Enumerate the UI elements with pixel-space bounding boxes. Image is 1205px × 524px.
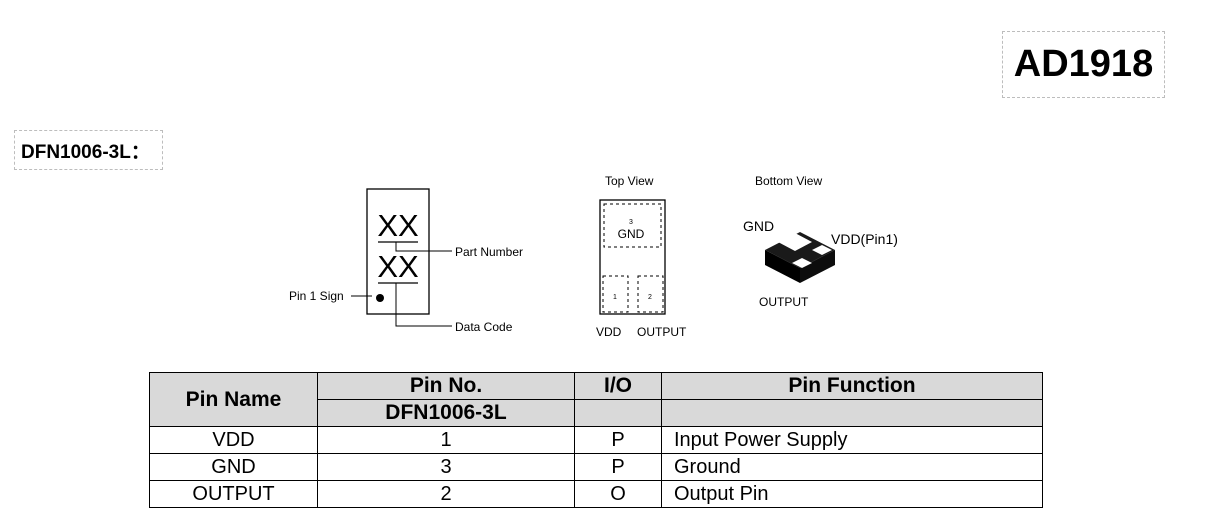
pin-no-cell: 1 bbox=[317, 426, 575, 454]
header-function: Pin Function bbox=[661, 372, 1043, 400]
marking-diagram: XX XX Part Number Data Code Pin 1 Sign bbox=[289, 188, 523, 334]
package-left-face bbox=[765, 250, 800, 283]
part-number-title: AD1918 bbox=[1002, 31, 1165, 98]
pin1-sign-label: Pin 1 Sign bbox=[289, 289, 344, 303]
pad3 bbox=[603, 203, 662, 248]
data-code-label: Data Code bbox=[455, 320, 513, 334]
pad2 bbox=[637, 275, 664, 313]
function-cell: Output Pin bbox=[661, 480, 1043, 508]
bottom-view: Bottom View GND VDD(Pin1) OUTPUT bbox=[743, 174, 898, 309]
pad1 bbox=[602, 275, 629, 313]
table-header-row: Pin Name Pin No. I/O Pin Function bbox=[149, 372, 1043, 427]
bottom-output-label: OUTPUT bbox=[759, 295, 809, 309]
function-cell: Input Power Supply bbox=[661, 426, 1043, 454]
part-number-label: Part Number bbox=[455, 245, 523, 259]
top-view-title: Top View bbox=[605, 174, 654, 188]
bottom-gnd-label: GND bbox=[743, 218, 774, 234]
pin-no-cell: 2 bbox=[317, 480, 575, 508]
mark-line2: XX bbox=[377, 249, 419, 284]
pin-no-cell: 3 bbox=[317, 453, 575, 481]
pad3-number: 3 bbox=[629, 219, 633, 226]
gnd-pad bbox=[778, 233, 812, 251]
io-cell: O bbox=[574, 480, 662, 508]
pad1-number: 1 bbox=[613, 294, 617, 301]
vdd-pad bbox=[812, 245, 832, 255]
pad2-number: 2 bbox=[648, 294, 652, 301]
function-cell: Ground bbox=[661, 453, 1043, 481]
io-cell: P bbox=[574, 426, 662, 454]
pin-name-cell: OUTPUT bbox=[149, 480, 318, 508]
header-pin-no: Pin No. bbox=[317, 372, 575, 400]
mark-line1: XX bbox=[377, 208, 419, 243]
pin-vdd-label: VDD bbox=[596, 325, 622, 339]
pin-name-cell: VDD bbox=[149, 426, 318, 454]
package-right-face bbox=[800, 250, 835, 283]
pin-name-cell: GND bbox=[149, 453, 318, 481]
pin-output-label: OUTPUT bbox=[637, 325, 687, 339]
io-cell: P bbox=[574, 453, 662, 481]
data-code-leader bbox=[395, 283, 452, 327]
header-io: I/O bbox=[574, 372, 662, 400]
pin-function-table: Pin Name Pin No. I/O Pin Function DFN100… bbox=[149, 372, 1043, 508]
package-label: DFN1006-3L： bbox=[14, 130, 163, 170]
header-io-blank bbox=[574, 399, 662, 427]
top-view-outline bbox=[599, 199, 666, 315]
header-pin-no-package: DFN1006-3L bbox=[317, 399, 575, 427]
pin1-dot bbox=[376, 294, 384, 302]
table-row: VDD 1 P Input Power Supply bbox=[149, 426, 1043, 454]
part-number-leader bbox=[395, 242, 452, 252]
package-diagram: XX XX Part Number Data Code Pin 1 Sign T… bbox=[289, 174, 898, 339]
pad3-name: GND bbox=[618, 227, 645, 241]
table-row: OUTPUT 2 O Output Pin bbox=[149, 480, 1043, 508]
top-view: Top View 3 GND 1 2 VDD OUTPUT bbox=[596, 174, 687, 339]
header-pin-name: Pin Name bbox=[149, 372, 318, 427]
header-function-blank bbox=[661, 399, 1043, 427]
table-row: GND 3 P Ground bbox=[149, 453, 1043, 481]
bottom-view-title: Bottom View bbox=[755, 174, 822, 188]
bottom-vdd-label: VDD(Pin1) bbox=[831, 231, 898, 247]
output-pad bbox=[792, 258, 812, 268]
